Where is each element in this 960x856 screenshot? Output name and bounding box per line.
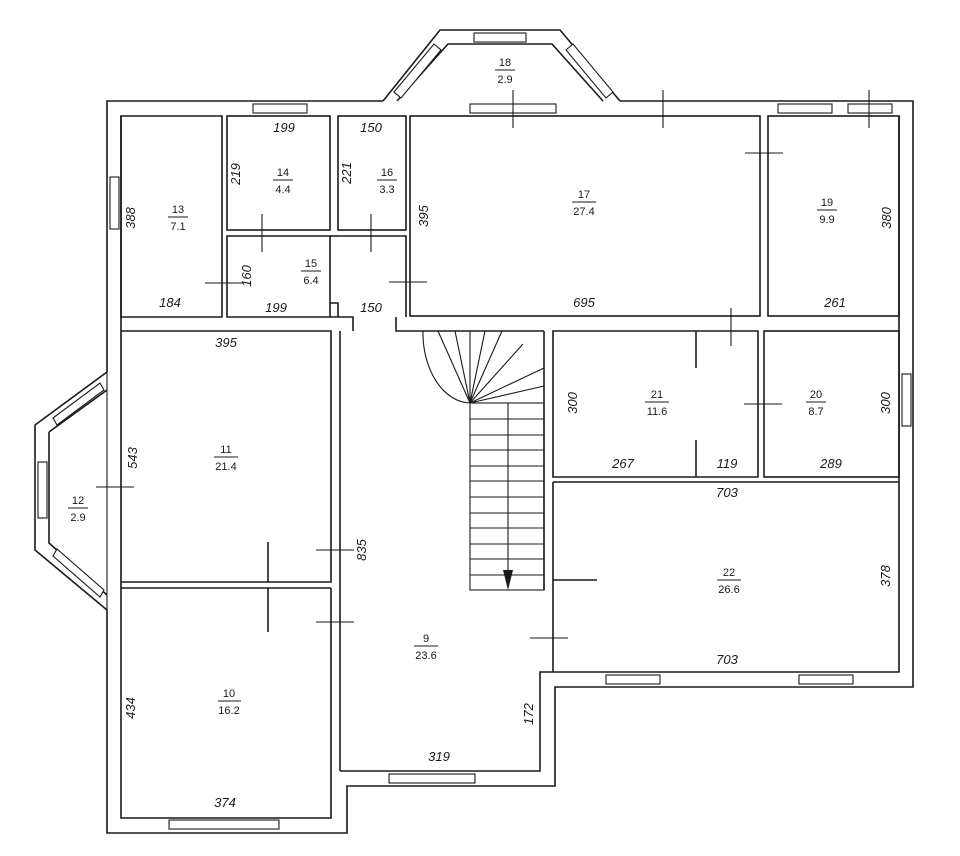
bay-room-12 xyxy=(48,331,122,610)
dimension-label: 388 xyxy=(123,206,138,228)
dimension-label: 543 xyxy=(125,446,140,468)
window xyxy=(901,373,912,427)
room-label-12: 12 2.9 xyxy=(68,495,88,524)
dimension-labels: 199 150 184 199 150 695 261 395 267 119 … xyxy=(123,120,894,810)
room-label-19: 19 9.9 xyxy=(817,197,837,226)
room-area: 7.1 xyxy=(170,221,185,233)
dimension-label: 695 xyxy=(573,295,595,310)
room-area: 11.6 xyxy=(647,406,668,418)
dimension-label: 289 xyxy=(819,456,842,471)
windows xyxy=(37,32,912,830)
window xyxy=(168,819,280,830)
room-label-13: 13 7.1 xyxy=(168,204,188,233)
outer-walls xyxy=(34,100,914,834)
dimension-label: 378 xyxy=(878,564,893,586)
window xyxy=(777,103,833,114)
room-number: 11 xyxy=(220,444,231,456)
room-number: 17 xyxy=(578,189,590,201)
room-number: 18 xyxy=(499,57,511,69)
window xyxy=(605,674,661,685)
window xyxy=(252,103,308,114)
dimension-label: 380 xyxy=(879,206,894,228)
window xyxy=(847,103,893,114)
dimension-label: 172 xyxy=(521,702,536,724)
room-area: 16.2 xyxy=(218,705,239,717)
window xyxy=(388,773,476,784)
window xyxy=(473,32,527,43)
room-area: 21.4 xyxy=(215,461,236,473)
room-number: 20 xyxy=(810,389,822,401)
room-number: 21 xyxy=(651,389,663,401)
room-number: 13 xyxy=(172,204,184,216)
dimension-label: 261 xyxy=(823,295,846,310)
window xyxy=(798,674,854,685)
room-number: 19 xyxy=(821,197,833,209)
room-label-21: 21 11.6 xyxy=(645,389,669,418)
room-area: 27.4 xyxy=(573,206,594,218)
room-label-14: 14 4.4 xyxy=(273,167,293,196)
room-labels: 9 23.6 10 16.2 11 21.4 12 2.9 13 7.1 14 … xyxy=(68,57,837,717)
interior-walls xyxy=(121,115,900,771)
staircase xyxy=(422,330,545,591)
room-label-18: 18 2.9 xyxy=(495,57,515,86)
dimension-label: 267 xyxy=(611,456,634,471)
room-number: 12 xyxy=(72,495,84,507)
room-number: 10 xyxy=(223,688,235,700)
window xyxy=(393,43,442,99)
stair-direction-arrow-icon xyxy=(503,570,513,590)
window xyxy=(52,548,105,598)
room-label-15: 15 6.4 xyxy=(301,258,321,287)
room-number: 9 xyxy=(423,633,429,645)
room-area: 9.9 xyxy=(819,214,834,226)
room-area: 26.6 xyxy=(718,584,739,596)
window xyxy=(109,176,120,230)
room-label-11: 11 21.4 xyxy=(214,444,238,473)
room-area: 2.9 xyxy=(70,512,85,524)
dimension-label: 703 xyxy=(716,652,738,667)
dimension-label: 219 xyxy=(228,163,243,186)
dimension-label: 184 xyxy=(159,295,181,310)
window xyxy=(52,382,105,426)
room-label-22: 22 26.6 xyxy=(717,567,741,596)
room-area: 6.4 xyxy=(303,275,318,287)
room-area: 3.3 xyxy=(379,184,394,196)
room-label-16: 16 3.3 xyxy=(377,167,397,196)
dimension-label: 300 xyxy=(565,391,580,413)
room-number: 14 xyxy=(277,167,289,179)
room-number: 16 xyxy=(381,167,393,179)
dimension-label: 160 xyxy=(239,264,254,286)
room-label-20: 20 8.7 xyxy=(806,389,826,418)
room-area: 8.7 xyxy=(808,406,823,418)
dimension-label: 395 xyxy=(416,204,431,226)
window xyxy=(37,461,48,519)
dimension-label: 300 xyxy=(878,391,893,413)
dimension-label: 835 xyxy=(354,538,369,560)
room-label-9: 9 23.6 xyxy=(414,633,438,662)
window xyxy=(565,43,614,99)
room-area: 4.4 xyxy=(275,184,290,196)
dimension-label: 199 xyxy=(265,300,287,315)
dimension-label: 221 xyxy=(339,162,354,185)
dimension-label: 119 xyxy=(717,456,738,471)
room-number: 15 xyxy=(305,258,317,270)
dimension-label: 319 xyxy=(428,749,450,764)
room-area: 23.6 xyxy=(415,650,436,662)
dimension-label: 199 xyxy=(273,120,295,135)
dimension-label: 150 xyxy=(360,120,382,135)
dimension-label: 703 xyxy=(716,485,738,500)
dimension-label: 434 xyxy=(123,697,138,719)
dimension-label: 150 xyxy=(360,300,382,315)
room-label-17: 17 27.4 xyxy=(572,189,596,218)
door-marks xyxy=(96,90,870,639)
dimension-label: 395 xyxy=(215,335,237,350)
room-area: 2.9 xyxy=(497,74,512,86)
dimension-label: 374 xyxy=(214,795,236,810)
room-label-10: 10 16.2 xyxy=(218,688,241,717)
room-number: 22 xyxy=(723,567,735,579)
